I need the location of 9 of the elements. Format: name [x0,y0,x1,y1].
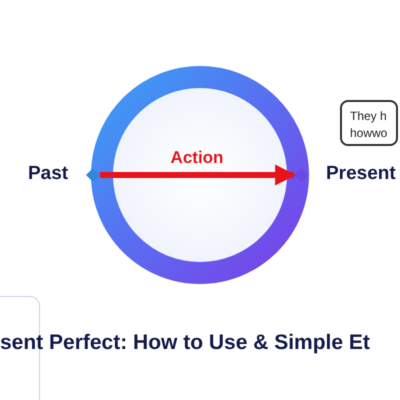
speech-bubble [340,100,398,146]
diamond-marker [86,168,100,182]
title: sent Perfect: How to Use & Simple Et [0,331,371,355]
arrow [100,164,296,186]
bubble-text: They h howwo [350,109,388,140]
diamond-marker [294,168,308,182]
time-label: Past [28,163,68,185]
time-label: Present [326,163,396,185]
edge-label: Action [170,148,224,168]
